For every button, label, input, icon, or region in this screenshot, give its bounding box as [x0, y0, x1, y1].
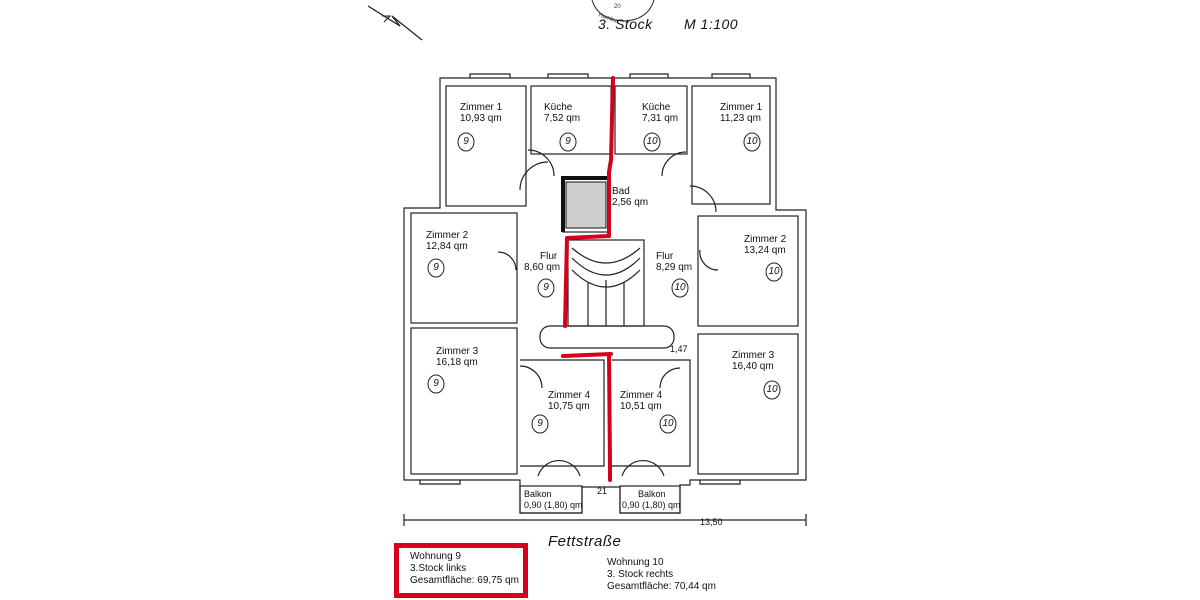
scale-label: M 1:100 — [684, 16, 739, 32]
bad-fixture — [565, 181, 607, 229]
room-outline-zimmer1-right — [691, 85, 771, 205]
room-outline-zimmer4-right — [612, 359, 691, 467]
dimension-width: 13,50 — [700, 517, 723, 527]
north-arrow-icon — [367, 5, 423, 41]
unit-number: 10 — [746, 136, 758, 147]
unit-circle — [427, 258, 445, 278]
unit-circle — [537, 278, 555, 298]
unit-number: 10 — [768, 266, 780, 277]
apartment-info-10: Wohnung 10 3. Stock rechts Gesamtfläche:… — [607, 557, 716, 592]
landing — [539, 325, 675, 349]
unit-circle — [643, 132, 661, 152]
unit-number: 9 — [463, 136, 469, 147]
room-outline-zimmer1-left — [445, 85, 527, 207]
unit-number: 10 — [646, 136, 658, 147]
room-outline-zimmer3-right — [697, 333, 799, 475]
apartment-info-9: Wohnung 9 3.Stock links Gesamtfläche: 69… — [410, 551, 519, 586]
unit-circle — [763, 380, 781, 400]
svg-text:20: 20 — [614, 4, 621, 10]
unit-number: 10 — [766, 384, 778, 395]
unit-circle — [743, 132, 761, 152]
balkon-left — [519, 485, 583, 514]
unit-number: 10 — [674, 282, 686, 293]
unit-number: 9 — [565, 136, 571, 147]
svg-text:Hambur: Hambur — [597, 12, 619, 24]
unit-circle — [531, 414, 549, 434]
room-outline-zimmer4-left — [520, 359, 605, 467]
balkon-right — [619, 485, 681, 514]
unit-number: 9 — [433, 262, 439, 273]
street-name: Fettstraße — [548, 533, 622, 550]
room-outline-zimmer2-right — [697, 215, 799, 327]
room-outline-kueche-right — [614, 85, 688, 155]
unit-number: 9 — [543, 282, 549, 293]
room-outline-zimmer2-left — [410, 212, 518, 324]
dimension-line — [403, 514, 807, 526]
stamp-seal-icon: 20 Hambur — [591, 0, 655, 24]
unit-circle — [659, 414, 677, 434]
floor-title: 3. Stock — [598, 16, 653, 32]
unit-divider — [561, 76, 615, 482]
room-outline-zimmer3-left — [410, 327, 518, 475]
unit-circle — [457, 132, 475, 152]
unit-circle — [765, 262, 783, 282]
unit-number: 9 — [433, 378, 439, 389]
unit-circle — [559, 132, 577, 152]
unit-number: 10 — [662, 418, 674, 429]
dimension-small-1: 1,47 — [670, 344, 688, 354]
unit-circle — [671, 278, 689, 298]
dimension-small-2: 21 — [597, 486, 608, 496]
unit-number: 9 — [537, 418, 543, 429]
unit-circle — [427, 374, 445, 394]
apartment-highlight-box — [394, 543, 528, 598]
